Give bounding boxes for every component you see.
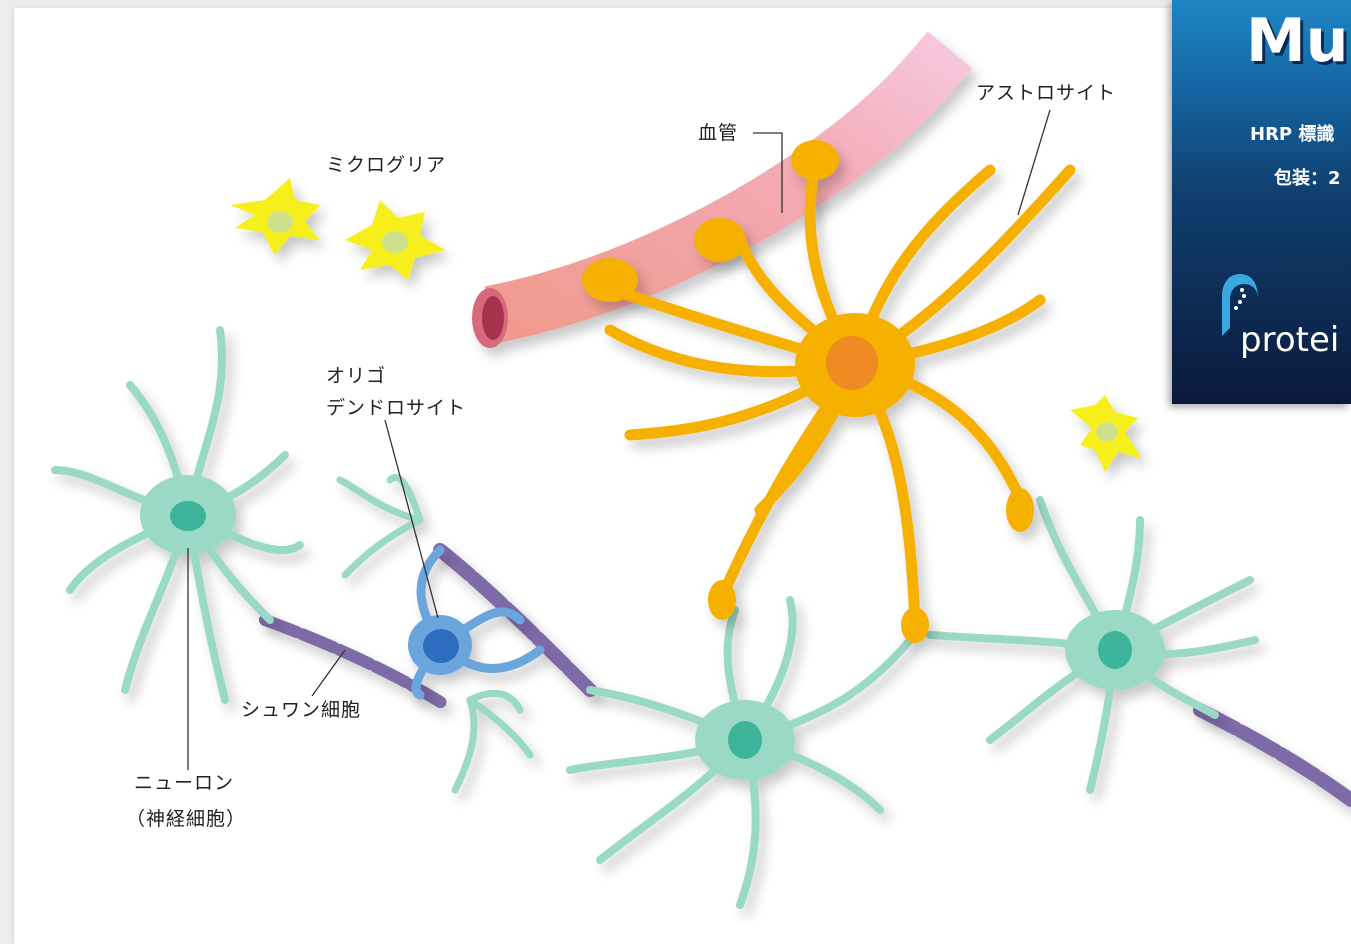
neuron-nucleus [1098, 631, 1132, 669]
schwann-cell-label: シュワン細胞 [241, 697, 361, 723]
oligodendrocyte-label-line1: オリゴ [326, 363, 386, 389]
microglia-cell-3 [1070, 395, 1142, 472]
neuron-label-line2: （神経細胞） [126, 806, 246, 832]
astrocyte-label: アストロサイト [976, 80, 1116, 106]
blood-vessel-label: 血管 [698, 120, 738, 146]
neuron-nucleus [170, 501, 206, 531]
product-banner: Mul HRP 標識 包装：2 protei [1172, 0, 1351, 404]
astrocyte-nucleus [826, 336, 878, 390]
astrocyte-cell [582, 140, 1070, 643]
oligodendrocyte-cell [340, 477, 540, 790]
logo-wordmark: protei [1240, 320, 1339, 360]
microglia-label: ミクログリア [326, 152, 446, 178]
neuron-cell-left [55, 330, 300, 700]
neuron-cell-right [930, 500, 1255, 790]
oligodendrocyte-label-line2: デンドロサイト [326, 395, 466, 421]
neuron-label-line1: ニューロン [134, 770, 234, 796]
banner-title: Mul [1246, 6, 1351, 76]
neuron-nucleus [728, 721, 762, 759]
leader-lines [188, 110, 1050, 770]
banner-line-2: 包装：2 [1274, 164, 1341, 190]
oligodendrocyte-nucleus [423, 629, 459, 663]
microglia-cell-1 [230, 178, 320, 255]
microglia-cell-2 [345, 200, 445, 280]
neuron-cell-center [570, 600, 910, 905]
banner-line-1: HRP 標識 [1250, 120, 1334, 146]
